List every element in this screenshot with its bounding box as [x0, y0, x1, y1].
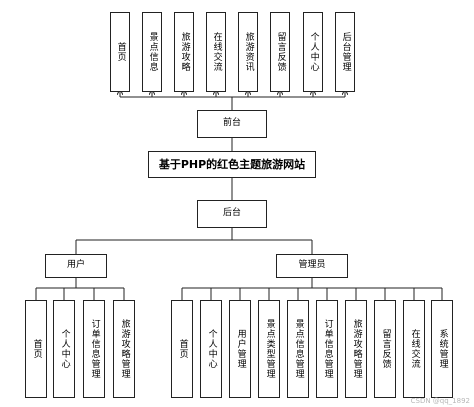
front-module-admin-entry: 后台管理 [335, 12, 355, 92]
admin-module-feedback: 留言反馈 [374, 300, 396, 398]
backend-node: 后台 [197, 200, 267, 228]
admin-module-order-management: 订单信息管理 [316, 300, 338, 398]
front-module-home: 首页 [110, 12, 130, 92]
system-title-node: 基于PHP的红色主题旅游网站 [148, 151, 316, 178]
admin-module-guide-management: 旅游攻略管理 [345, 300, 367, 398]
user-module-guide-management: 旅游攻略管理 [113, 300, 135, 398]
admin-module-home: 首页 [171, 300, 193, 398]
admin-module-personal-center: 个人中心 [200, 300, 222, 398]
front-module-travel-news: 旅游资讯 [238, 12, 258, 92]
user-module-home: 首页 [25, 300, 47, 398]
admin-module-attraction-type-management: 景点类型管理 [258, 300, 280, 398]
user-module-personal-center: 个人中心 [53, 300, 75, 398]
admin-module-system-management: 系统管理 [431, 300, 453, 398]
front-module-attractions: 景点信息 [142, 12, 162, 92]
front-module-travel-guides: 旅游攻略 [174, 12, 194, 92]
watermark: CSDN @qq_1892 [410, 397, 470, 405]
front-module-feedback: 留言反馈 [270, 12, 290, 92]
user-module-order-management: 订单信息管理 [83, 300, 105, 398]
frontend-node: 前台 [197, 110, 267, 138]
role-admin-node: 管理员 [276, 254, 348, 278]
admin-module-online-chat: 在线交流 [403, 300, 425, 398]
role-user-node: 用户 [45, 254, 107, 278]
admin-module-attraction-info-management: 景点信息管理 [287, 300, 309, 398]
front-module-online-chat: 在线交流 [206, 12, 226, 92]
admin-module-user-management: 用户管理 [229, 300, 251, 398]
front-module-personal-center: 个人中心 [303, 12, 323, 92]
